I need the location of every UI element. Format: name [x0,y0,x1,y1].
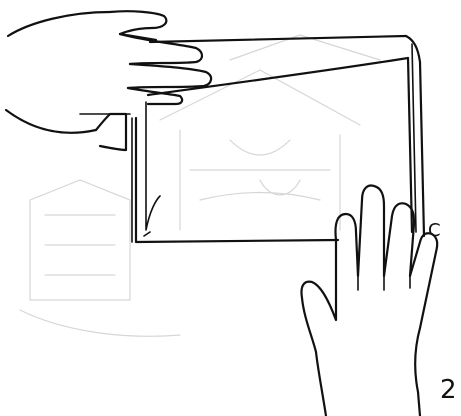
back-sheet-inner-edge [412,44,416,232]
right-hand-outline [301,186,437,416]
left-hand [6,11,211,150]
inner-fold-line [144,232,150,236]
left-hand-finger-middle [128,64,211,88]
left-hand-palm [96,114,126,150]
left-sheet-layer-2 [146,102,160,230]
top-sheet-edge [150,36,406,42]
step-number: 2 [440,375,457,405]
right-hand [301,186,437,416]
show-through-background [20,35,380,336]
point-label-c: C [428,220,441,241]
paper-bottom-edge [136,118,338,242]
left-hand-finger-index [120,34,202,64]
left-hand-wrist [8,12,110,36]
left-hand-thumb [110,11,166,40]
